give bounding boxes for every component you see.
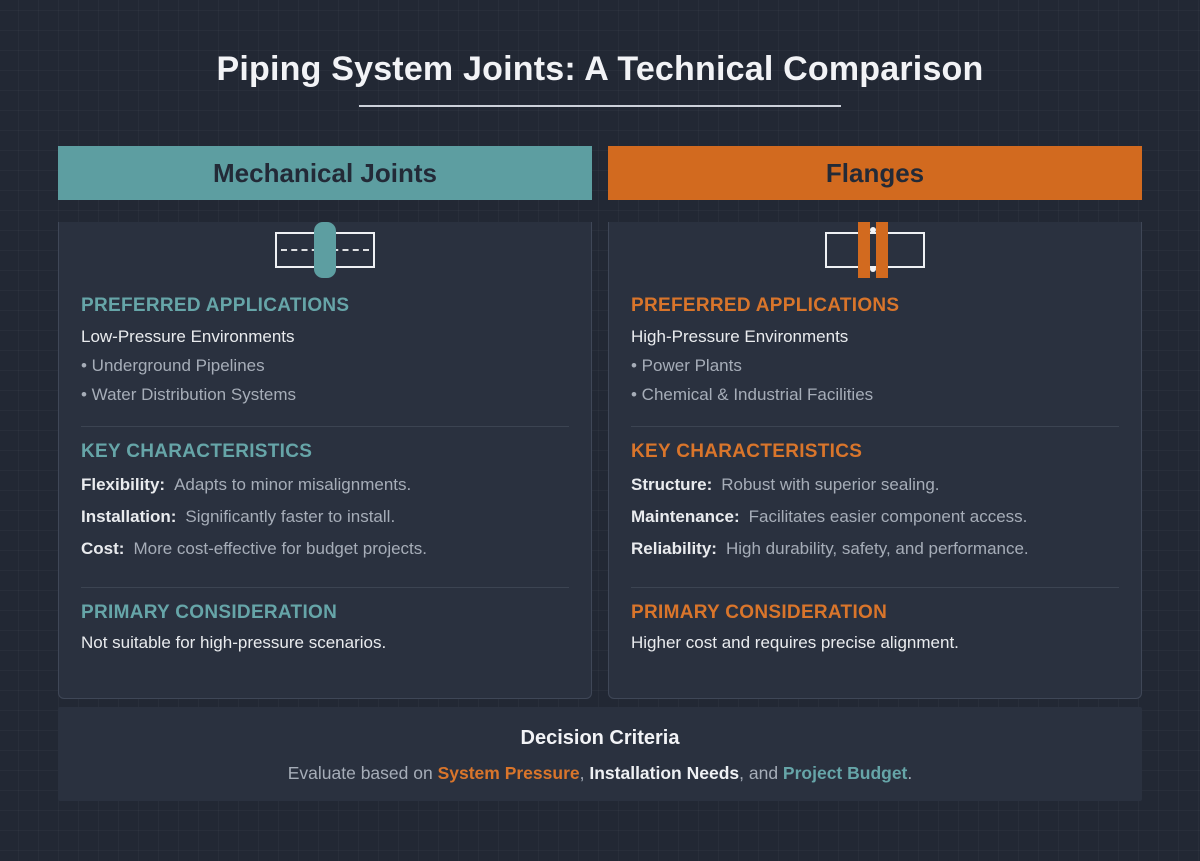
criterion-project-budget: Project Budget [782,763,908,783]
decision-suffix: . [907,763,913,783]
title-underline [359,105,841,107]
consideration-text: Not suitable for high-pressure scenarios… [81,633,387,652]
environment-label: Low-Pressure Environments [81,327,295,346]
bolt-dot [870,227,876,233]
flanged-pipe-icon [825,222,925,278]
characteristic-text: More cost-effective for budget projects. [133,539,428,558]
characteristics-heading: KEY CHARACTERISTICS [81,441,313,462]
characteristic-label: Installation: [81,507,177,526]
consideration-heading: PRIMARY CONSIDERATION [631,602,888,623]
criterion-installation-needs: Installation Needs [589,763,740,783]
consideration-heading: PRIMARY CONSIDERATION [81,602,338,623]
characteristic-row: Reliability: High durability, safety, and… [631,538,1119,560]
bolt-dot [870,266,876,272]
flange-plate [876,222,888,278]
card-header-mechanical-joints: Mechanical Joints [58,146,592,200]
characteristic-label: Maintenance: [631,507,740,526]
section-divider [81,587,569,588]
characteristic-text: Robust with superior sealing. [721,475,940,494]
criterion-system-pressure: System Pressure [437,763,580,783]
characteristic-text: Facilitates easier component access. [748,507,1028,526]
page-title: Piping System Joints: A Technical Compar… [216,50,984,88]
characteristic-label: Flexibility: [81,475,166,494]
card-header-flanges: Flanges [608,146,1142,200]
applications-heading: PREFERRED APPLICATIONS [631,295,900,316]
flange-plate [858,222,870,278]
characteristic-label: Cost: [81,539,125,558]
decision-criteria-title: Decision Criteria [520,727,680,749]
card-mechanical-joints: Mechanical Joints PREFERRED APPLICATIONS… [58,146,592,699]
characteristic-row: Flexibility: Adapts to minor misalignment… [81,474,569,496]
applications-heading: PREFERRED APPLICATIONS [81,295,350,316]
mechanical-coupling-pipe-icon [275,222,375,278]
section-divider [631,426,1119,427]
page-header: Piping System Joints: A Technical Compar… [0,50,1200,107]
characteristic-label: Structure: [631,475,713,494]
characteristic-label: Reliability: [631,539,717,558]
characteristics-heading: KEY CHARACTERISTICS [631,441,863,462]
characteristic-text: Significantly faster to install. [185,507,396,526]
decision-criteria-bar: Decision Criteria Evaluate based on Syst… [58,707,1142,801]
consideration-text: Higher cost and requires precise alignme… [631,633,959,652]
decision-criteria-line: Evaluate based on System Pressure, Insta… [58,763,1142,784]
characteristic-text: High durability, safety, and performance… [725,539,1029,558]
characteristic-row: Maintenance: Facilitates easier component… [631,506,1119,528]
characteristic-row: Structure: Robust with superior sealing. [631,474,1119,496]
section-divider [81,426,569,427]
pipe-outline [825,232,925,268]
decision-separator: , and [739,763,783,783]
environment-label: High-Pressure Environments [631,327,849,346]
card-flanges: Flanges PREFERRED APPLICATIONS High-Pres… [608,146,1142,699]
characteristic-row: Installation: Significantly faster to ins… [81,506,569,528]
application-bullet: • Power Plants [631,356,742,375]
application-bullet: • Chemical & Industrial Facilities [631,385,874,404]
characteristic-text: Adapts to minor misalignments. [174,475,412,494]
application-bullet: • Underground Pipelines [81,356,265,375]
characteristic-row: Cost: More cost-effective for budget proj… [81,538,569,560]
coupling-sleeve [314,222,336,278]
card-body-mechanical-joints: PREFERRED APPLICATIONS Low-Pressure Envi… [58,222,592,699]
section-divider [631,587,1119,588]
decision-separator: , [579,763,590,783]
decision-prefix: Evaluate based on [287,763,438,783]
application-bullet: • Water Distribution Systems [81,385,297,404]
card-body-flanges: PREFERRED APPLICATIONS High-Pressure Env… [608,222,1142,699]
